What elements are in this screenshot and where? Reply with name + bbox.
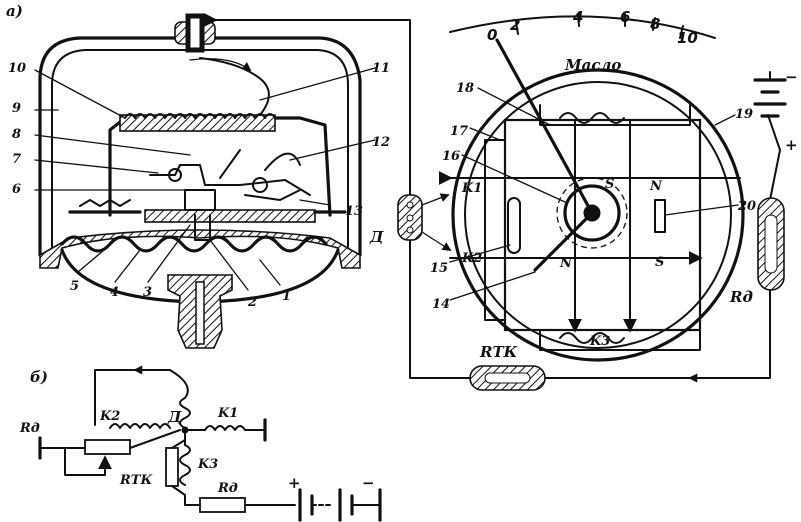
label-plus-schema: + <box>288 474 301 492</box>
schematic-rd-bottom <box>199 497 246 513</box>
gauge-scale-10: 10 <box>677 29 698 47</box>
label-k1-top: K1 <box>461 181 482 196</box>
callout-17: 17 <box>450 124 468 139</box>
pressure-sensor <box>34 13 376 349</box>
gauge-scale-2: 2 <box>510 16 520 34</box>
label-rd-left: Rд <box>19 421 40 436</box>
label-d-top: Д <box>369 228 384 246</box>
callout-12: 12 <box>372 135 390 150</box>
oil-pressure-indicator <box>421 13 745 362</box>
label-s-top: S <box>605 177 614 192</box>
heater-bimetal <box>119 114 276 132</box>
gauge-needle <box>495 38 594 215</box>
schematic-rtk <box>165 447 179 487</box>
callout-16: 16 <box>442 149 460 164</box>
label-rtk-top: RТК <box>479 343 518 361</box>
label-rd-bottom: Rд <box>217 481 238 496</box>
label-minus-schema: − <box>362 474 375 492</box>
label-d-schema: Д <box>167 408 182 426</box>
top-terminal <box>174 13 216 53</box>
label-rd-top: Rд <box>729 288 753 306</box>
callout-11: 11 <box>372 61 390 76</box>
callout-18: 18 <box>456 81 474 96</box>
gauge-scale-0: 0 <box>487 26 497 44</box>
gauge-title: Масло <box>564 56 621 74</box>
label-rtk-schema: RТК <box>119 473 152 488</box>
callout-15: 15 <box>430 261 448 276</box>
gauge-scale-6: 6 <box>620 8 630 26</box>
label-n-right: N <box>649 179 663 194</box>
label-k2-top: K2 <box>461 251 482 266</box>
connecting-wires <box>203 13 787 391</box>
callout-19: 19 <box>735 107 753 122</box>
slot-15 <box>507 197 521 254</box>
callout-13: 13 <box>345 204 363 219</box>
battery-top <box>753 71 787 118</box>
callout-10: 10 <box>8 61 26 76</box>
callout-7: 7 <box>12 152 21 167</box>
callout-20: 20 <box>737 199 756 214</box>
callout-3: 3 <box>143 285 152 300</box>
label-plus-top: + <box>785 136 798 154</box>
label-k1-schema: K1 <box>217 406 238 421</box>
callout-4: 4 <box>110 285 119 300</box>
gauge-scale-4: 4 <box>572 8 583 26</box>
label-k3-schema: K3 <box>197 457 218 472</box>
gauge-scale-8: 8 <box>650 15 660 33</box>
callout-5: 5 <box>70 279 79 294</box>
view-a-label: а) <box>6 2 23 20</box>
callout-8: 8 <box>12 127 21 142</box>
schematic-rd-left <box>84 439 131 455</box>
label-s-bottom: S <box>655 255 664 270</box>
callout-9: 9 <box>12 101 21 116</box>
view-b-label: б) <box>30 368 48 386</box>
label-k2-schema: K2 <box>99 409 120 424</box>
callout-1: 1 <box>282 289 291 304</box>
shutter-20 <box>654 199 666 233</box>
callout-6: 6 <box>12 182 21 197</box>
callout-2: 2 <box>247 295 257 310</box>
gauge-outer-ring <box>451 68 745 362</box>
sensor-leader-lines <box>34 67 376 291</box>
callout-14: 14 <box>432 297 450 312</box>
label-k3-top: K3 <box>589 334 610 349</box>
label-n-bottom: N <box>559 256 573 271</box>
magnet-rotor <box>563 184 621 242</box>
schematic <box>38 365 382 522</box>
label-minus-top: − <box>785 68 798 86</box>
